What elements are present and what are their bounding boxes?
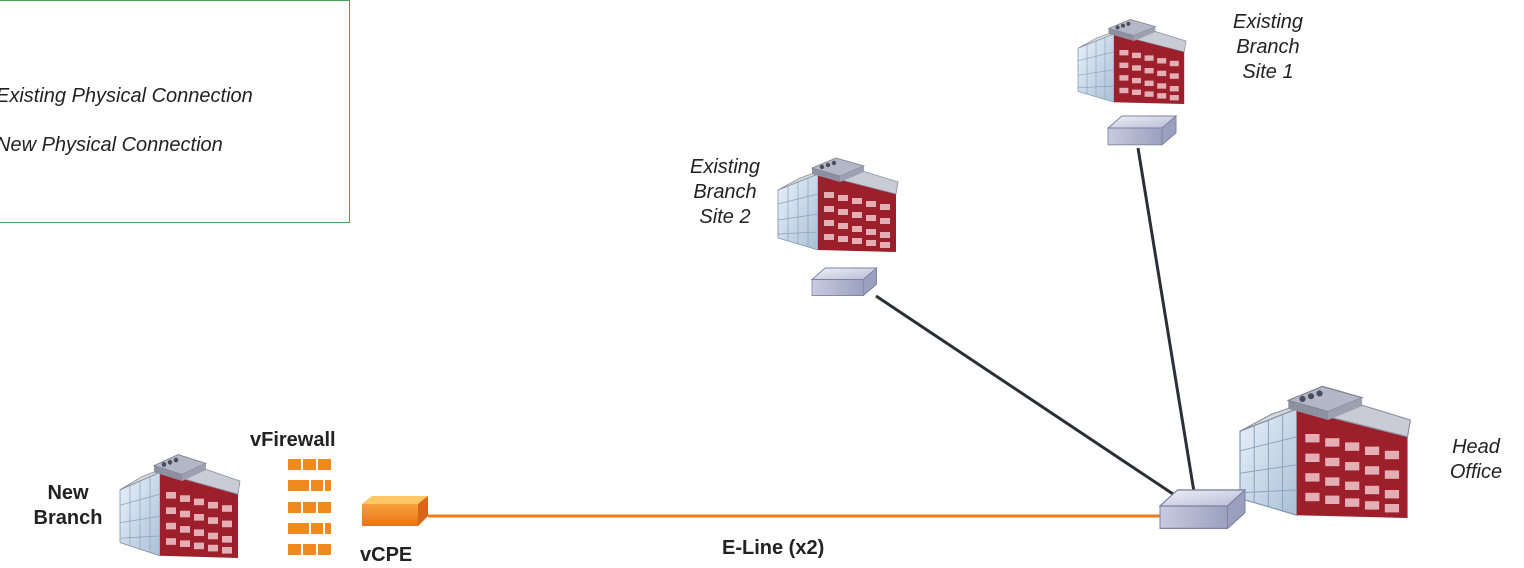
new-branch-building-icon bbox=[119, 454, 241, 559]
head-office-label: Head Office bbox=[1449, 436, 1503, 483]
legend-new-label: New Physical Connection bbox=[0, 134, 223, 156]
firewall-icon bbox=[288, 459, 331, 555]
vcpe-label: vCPE bbox=[360, 544, 413, 566]
branch2-switch-icon bbox=[811, 267, 878, 297]
vcpe-icon bbox=[362, 496, 428, 526]
branch2-building-icon bbox=[777, 157, 899, 253]
branch1-building-icon bbox=[1077, 18, 1187, 105]
branch2-label: Existing Branch Site 2 bbox=[689, 156, 761, 228]
legend-existing-label: Existing Physical Connection bbox=[0, 85, 253, 107]
existing-link-branch2 bbox=[875, 294, 1177, 498]
head-office-building-icon bbox=[1239, 385, 1412, 519]
new-branch-label: New Branch bbox=[33, 482, 103, 529]
branch1-label: Existing Branch Site 1 bbox=[1232, 11, 1304, 83]
head-office-switch-icon bbox=[1159, 489, 1246, 530]
eline-label: E-Line (x2) bbox=[722, 537, 825, 559]
legend-box bbox=[0, 0, 350, 223]
vfirewall-label: vFirewall bbox=[250, 429, 336, 451]
branch1-switch-icon bbox=[1107, 115, 1177, 146]
existing-link-branch1 bbox=[1136, 147, 1196, 493]
